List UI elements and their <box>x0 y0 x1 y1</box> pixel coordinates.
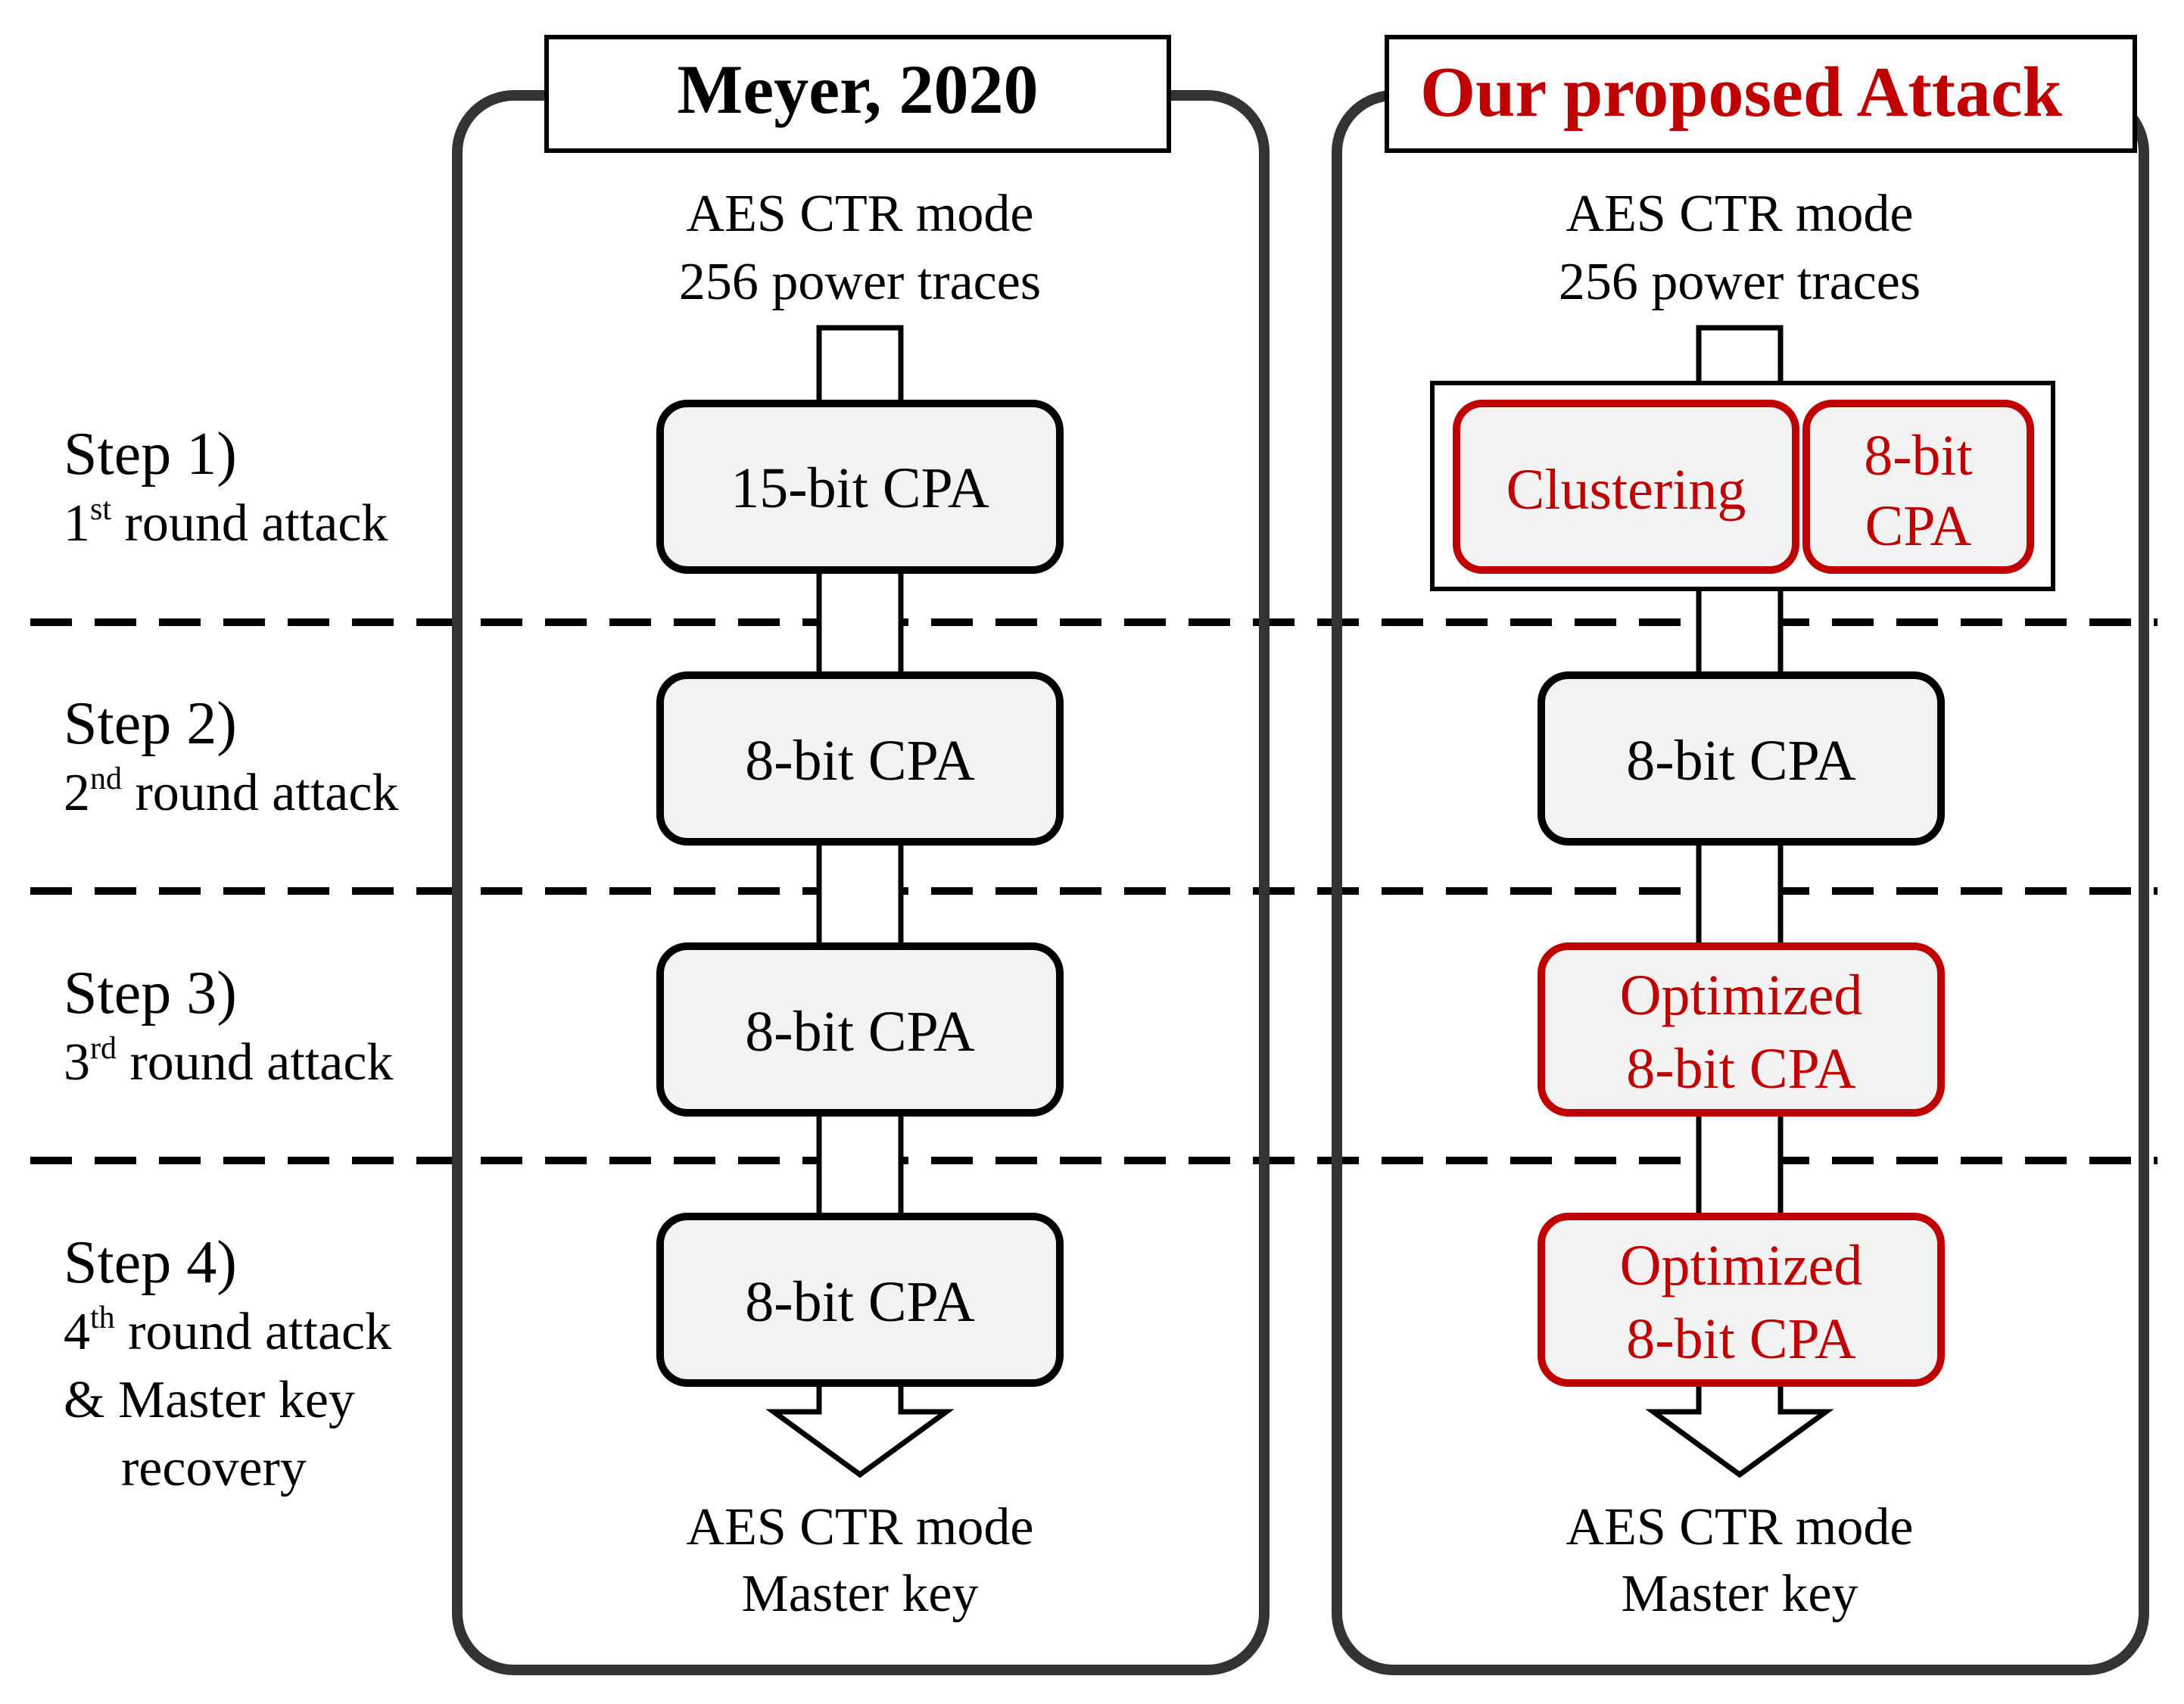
right-input-line: 256 power traces <box>1559 253 1921 311</box>
box-label: 8-bit <box>1864 424 1973 488</box>
left-input-text: AES CTR mode 256 power traces <box>679 185 1041 311</box>
box-label: Clustering <box>1506 458 1746 522</box>
step-ordinal-suffix: rd <box>90 1031 117 1066</box>
box-label: 8-bit CPA <box>1626 729 1856 793</box>
box-label: 8-bit CPA <box>745 1270 975 1334</box>
right-panel-header: Our proposed Attack <box>1385 35 2137 153</box>
step-subtitle: 3rd round attack <box>64 1031 393 1092</box>
step-1-label: Step 1) 1st round attack <box>64 421 388 553</box>
left-input-line: AES CTR mode <box>687 185 1034 243</box>
left-output-line: AES CTR mode <box>687 1498 1034 1556</box>
step-subtitle-text: round attack <box>111 494 388 553</box>
step-ordinal-suffix: nd <box>90 762 122 796</box>
step-extra-line: & Master key <box>64 1371 355 1429</box>
step-subtitle-text: round attack <box>117 1033 393 1092</box>
step-labels: Step 1) 1st round attack Step 2) 2nd rou… <box>64 421 398 1497</box>
step-ordinal: 3 <box>64 1033 90 1092</box>
box-label: 8-bit CPA <box>745 1000 975 1064</box>
box-label: 8-bit CPA <box>1626 1037 1856 1101</box>
step-ordinal: 1 <box>64 494 90 553</box>
step-ordinal: 4 <box>64 1303 90 1361</box>
left-panel-title: Meyer, 2020 <box>678 51 1039 128</box>
step-title: Step 2) <box>64 690 237 757</box>
step-1-8bit-cpa-box: 8-bit CPA <box>1802 400 2034 574</box>
left-step-2-box: 8-bit CPA <box>656 671 1064 846</box>
clustering-box: Clustering <box>1453 400 1799 574</box>
box-label: Optimized <box>1620 1234 1863 1297</box>
step-subtitle-text: round attack <box>122 764 398 822</box>
box-label: 15-bit CPA <box>731 456 989 520</box>
box-label: Optimized <box>1620 964 1863 1027</box>
step-ordinal-suffix: th <box>90 1301 115 1335</box>
step-extra-line: recovery <box>121 1439 307 1497</box>
left-output-text: AES CTR mode Master key <box>687 1498 1034 1623</box>
right-step-1-group: Clustering 8-bit CPA <box>1430 381 2055 591</box>
box-label: CPA <box>1865 494 1972 558</box>
right-step-3-box: Optimized 8-bit CPA <box>1538 942 1945 1117</box>
step-subtitle: 1st round attack <box>64 492 388 553</box>
left-panel-header: Meyer, 2020 <box>544 35 1171 153</box>
left-step-1-box: 15-bit CPA <box>656 400 1064 574</box>
left-step-4-box: 8-bit CPA <box>656 1213 1064 1387</box>
right-input-line: AES CTR mode <box>1566 185 1914 243</box>
box-label: 8-bit CPA <box>1626 1307 1856 1371</box>
box-label: 8-bit CPA <box>745 729 975 793</box>
step-subtitle-text: round attack <box>115 1303 391 1361</box>
step-4-label: Step 4) 4th round attack & Master key re… <box>64 1229 391 1497</box>
left-input-line: 256 power traces <box>679 253 1041 311</box>
right-output-text: AES CTR mode Master key <box>1566 1498 1914 1623</box>
left-step-3-box: 8-bit CPA <box>656 942 1064 1117</box>
step-ordinal: 2 <box>64 764 90 822</box>
step-subtitle: 4th round attack <box>64 1301 391 1361</box>
step-2-label: Step 2) 2nd round attack <box>64 690 398 822</box>
step-separators <box>30 618 2158 1164</box>
step-title: Step 3) <box>64 960 237 1026</box>
right-output-line: AES CTR mode <box>1566 1498 1914 1556</box>
right-input-text: AES CTR mode 256 power traces <box>1559 185 1921 311</box>
right-output-line: Master key <box>1622 1565 1858 1623</box>
step-3-label: Step 3) 3rd round attack <box>64 960 393 1092</box>
step-ordinal-suffix: st <box>90 492 111 527</box>
right-step-2-box: 8-bit CPA <box>1538 671 1945 846</box>
step-subtitle: 2nd round attack <box>64 762 398 822</box>
step-title: Step 4) <box>64 1229 237 1296</box>
right-panel-title: Our proposed Attack <box>1420 53 2063 132</box>
step-title: Step 1) <box>64 421 237 488</box>
right-step-4-box: Optimized 8-bit CPA <box>1538 1213 1945 1387</box>
left-output-line: Master key <box>742 1565 979 1623</box>
